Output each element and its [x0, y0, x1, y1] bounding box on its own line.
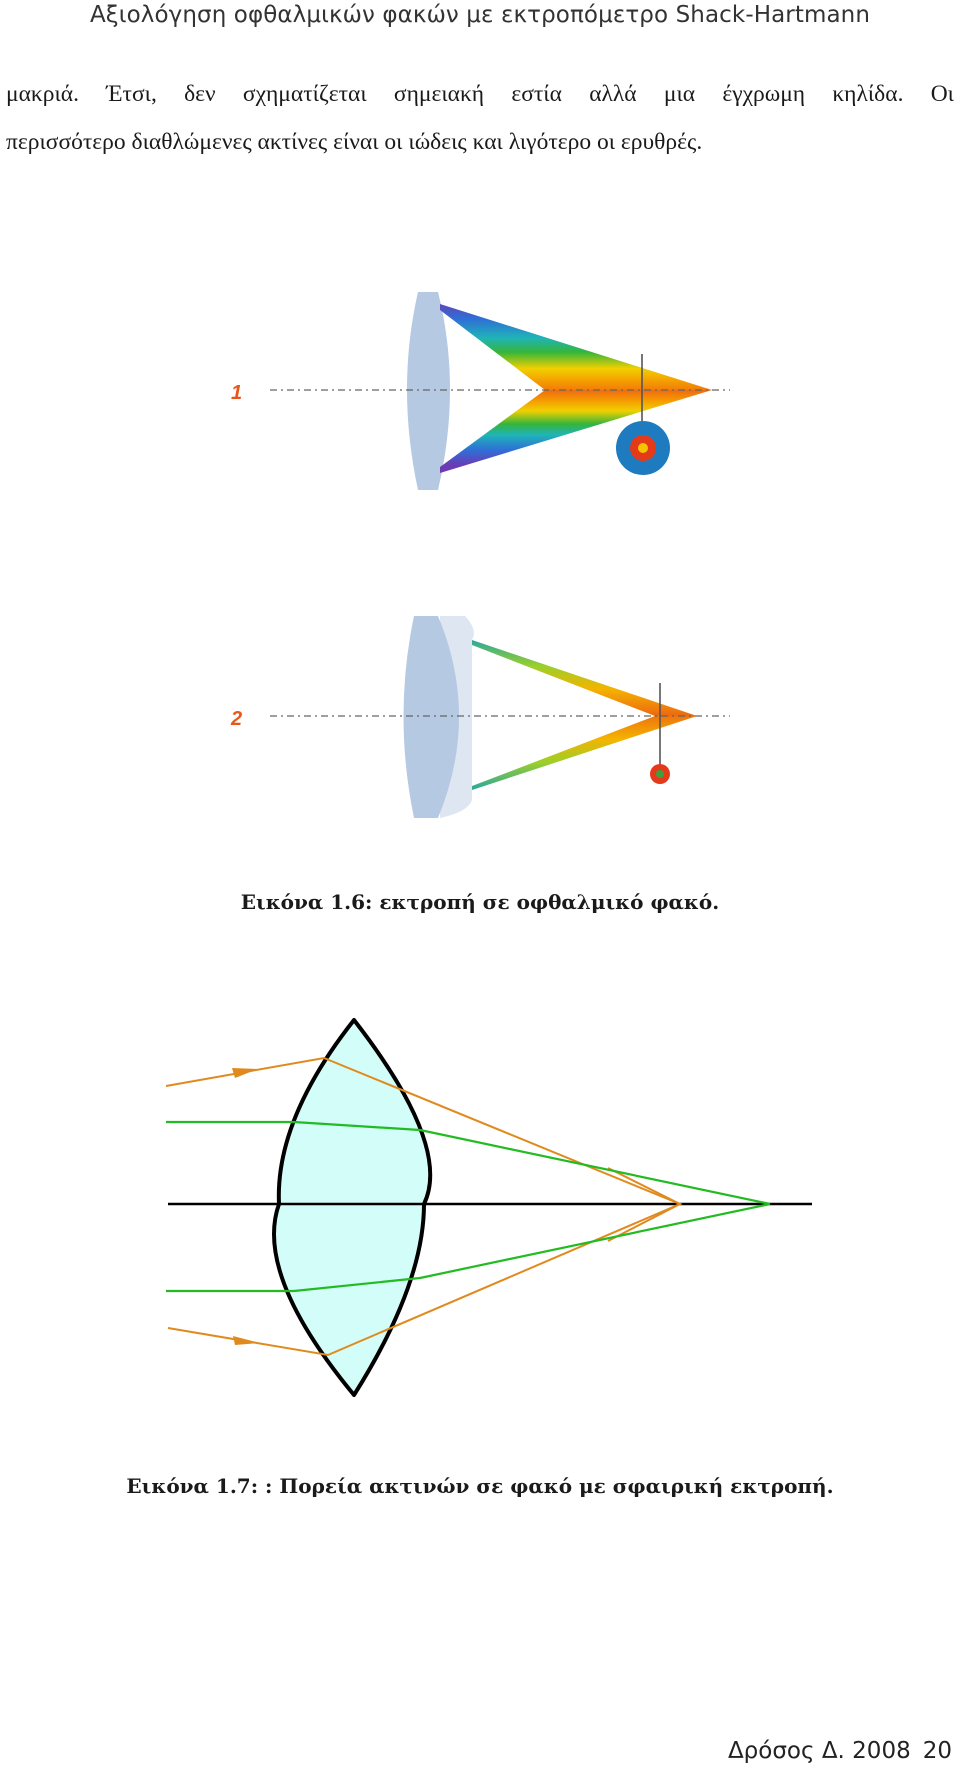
paraxial-ray-top: [166, 1120, 771, 1206]
diagram-label-1: 1: [231, 382, 242, 404]
blur-spot-center: [656, 770, 664, 778]
chromatic-aberration-figure: 1 2: [230, 292, 730, 818]
running-header: Αξιολόγηση οφθαλμικών φακών με εκτροπόμε…: [89, 2, 871, 28]
spectral-fan-bottom: [472, 716, 697, 790]
page-number: 20: [922, 1738, 952, 1764]
diagram-label-2: 2: [230, 708, 242, 730]
converging-lens: [403, 616, 459, 818]
spectral-fan-top: [440, 304, 712, 390]
arrow-head: [233, 1336, 260, 1345]
biconvex-lens: [272, 1018, 433, 1397]
paragraph-line: περισσότερο διαθλώμενες ακτίνες είναι οι…: [6, 129, 703, 155]
paraxial-ray-bottom: [166, 1202, 771, 1293]
blur-spot-center: [638, 443, 648, 453]
converging-lens: [407, 292, 450, 490]
spectral-fan-top: [472, 640, 697, 716]
arrow-head: [232, 1068, 258, 1078]
spherical-aberration-figure: [165, 1018, 812, 1397]
figure-caption: Εικόνα 1.6: εκτροπή σε οφθαλμικό φακό.: [240, 890, 720, 914]
spectral-fan-bottom: [440, 390, 712, 473]
paragraph-line: μακριά. Έτσι, δεν σχηματίζεται σημειακή …: [6, 81, 954, 107]
figure-caption: Εικόνα 1.7: : Πορεία ακτινών σε φακό με …: [126, 1474, 834, 1498]
page-footer: Δρόσος Δ. 2008 20: [728, 1738, 952, 1764]
body-paragraph: μακριά. Έτσι, δεν σχηματίζεται σημειακή …: [6, 70, 954, 166]
footer-author: Δρόσος Δ. 2008: [727, 1738, 911, 1764]
